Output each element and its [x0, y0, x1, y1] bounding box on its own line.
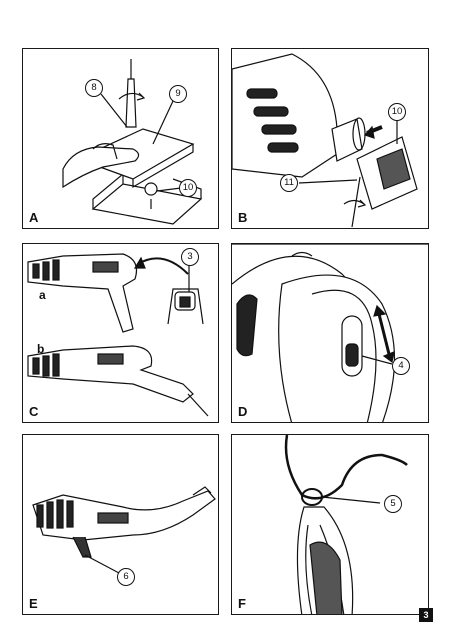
- panel-label: B: [238, 210, 248, 225]
- panel-d-illustration: [232, 244, 428, 422]
- panel-a-illustration: [62, 59, 203, 225]
- panel-a: 8 9 10 A: [22, 48, 219, 229]
- sublabel-b: b: [37, 342, 45, 356]
- panel-f: 5 F: [231, 434, 429, 615]
- callout-9: 9: [169, 85, 187, 103]
- panel-c: 3 a b C: [22, 243, 219, 423]
- panel-e: 6 E: [22, 434, 219, 615]
- panel-d: 4 D: [231, 243, 429, 423]
- panel-e-illustration: [32, 486, 216, 574]
- panel-b-illustration: [232, 53, 418, 228]
- panel-c-illustration: [27, 253, 209, 417]
- callout-5: 5: [384, 495, 402, 513]
- callout-4: 4: [392, 357, 410, 375]
- callout-8: 8: [85, 79, 103, 97]
- panel-label: E: [29, 596, 38, 611]
- panel-label: D: [238, 404, 248, 419]
- callout-10: 10: [179, 179, 197, 197]
- page-number: 3: [419, 608, 433, 622]
- panel-label: F: [238, 596, 246, 611]
- callout-6: 6: [117, 568, 135, 586]
- sublabel-a: a: [39, 288, 46, 302]
- panel-b: 10 11 B: [231, 48, 429, 229]
- callout-11: 11: [280, 174, 298, 192]
- callout-10: 10: [388, 103, 406, 121]
- panel-label: C: [29, 404, 39, 419]
- panel-label: A: [29, 210, 39, 225]
- panel-f-illustration: [284, 435, 408, 614]
- callout-3: 3: [181, 248, 199, 266]
